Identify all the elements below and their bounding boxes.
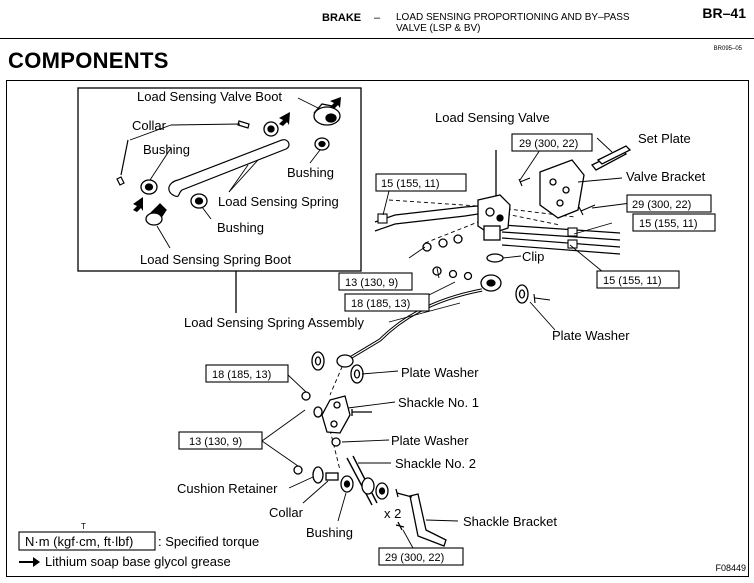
small-nut [422, 234, 473, 281]
torque-value: 18 (185, 13) [351, 298, 410, 310]
header-title-line-1: LOAD SENSING PROPORTIONING AND BY–PASS [396, 12, 630, 23]
header-section: BRAKE [322, 12, 362, 24]
torque-value: 29 (300, 22) [385, 552, 444, 564]
label-bushing: Bushing [306, 525, 353, 540]
pipe-flare-nut [377, 213, 578, 249]
legend-grease-desc: Lithium soap base glycol grease [45, 554, 231, 569]
label-shackle-1: Shackle No. 1 [398, 395, 479, 410]
label-valve-bracket: Valve Bracket [626, 169, 706, 184]
inset-collar-rod [116, 120, 250, 186]
label-valve: Load Sensing Valve [435, 110, 550, 125]
clip [486, 253, 504, 263]
inset-spring [168, 139, 290, 198]
spring-assembly [336, 274, 502, 368]
grease-legend-icon [19, 557, 40, 567]
header-separator: – [374, 12, 381, 24]
header-title-line-2: VALVE (LSP & BV) [396, 23, 481, 34]
collar-part [325, 472, 339, 481]
legend-unit-desc: : Specified torque [158, 534, 259, 549]
torque-value: 29 (300, 22) [632, 199, 691, 211]
torque-value: 15 (155, 11) [381, 178, 440, 190]
bolt [518, 177, 596, 304]
shackle-no-1 [321, 395, 372, 434]
label-shackle-bracket: Shackle Bracket [463, 514, 557, 529]
valve-bracket [539, 159, 585, 219]
inset-bushing-right [314, 137, 330, 151]
legend-unit-box [18, 531, 156, 551]
header-title: LOAD SENSING PROPORTIONING AND BY–PASS V… [396, 12, 696, 34]
doc-code: BR095–05 [713, 46, 742, 52]
torque-box-frames [178, 133, 716, 566]
inset-bushing-top [263, 121, 279, 137]
legend-unit: N·m (kgf·cm, ft·lbf) [25, 534, 133, 549]
label-inset-bushing-right: Bushing [287, 165, 334, 180]
legend-t-mark: T [81, 522, 86, 531]
label-valve-boot: Load Sensing Valve Boot [137, 89, 282, 104]
label-inset-bushing-bottom: Bushing [217, 220, 264, 235]
inset-bushing-left [140, 179, 158, 195]
torque-value: 18 (185, 13) [212, 369, 271, 381]
label-plate-washer-3: Plate Washer [391, 433, 469, 448]
dashed-guide [329, 199, 576, 471]
set-plate [590, 145, 632, 171]
figure-code: F08449 [715, 563, 746, 573]
torque-value: 29 (300, 22) [519, 138, 578, 150]
inset-box [77, 87, 362, 272]
grease-arrow-icon [133, 97, 341, 212]
brake-pipe [374, 205, 621, 255]
label-plate-washer-2: Plate Washer [401, 365, 479, 380]
torque-value: 15 (155, 11) [603, 275, 662, 287]
inset-valve-boot [313, 103, 341, 126]
plate-washer [311, 284, 529, 384]
bushing-part [340, 475, 389, 500]
label-spring-boot: Load Sensing Spring Boot [140, 252, 291, 267]
label-shackle-2: Shackle No. 2 [395, 456, 476, 471]
label-inset-collar: Collar [132, 118, 167, 133]
label-spring-assembly: Load Sensing Spring Assembly [184, 315, 364, 330]
label-x2: x 2 [384, 506, 401, 521]
header-rule [0, 38, 754, 39]
torque-value: 13 (130, 9) [189, 436, 242, 448]
torque-value: 15 (155, 11) [639, 218, 698, 230]
label-clip: Clip [522, 249, 544, 264]
label-collar: Collar [269, 505, 304, 520]
torque-value: 13 (130, 9) [345, 277, 398, 289]
label-plate-washer-1: Plate Washer [552, 328, 630, 343]
section-title: COMPONENTS [8, 48, 169, 73]
inset-spring-boot [145, 203, 167, 226]
label-set-plate: Set Plate [638, 131, 691, 146]
label-inset-spring: Load Sensing Spring [218, 194, 339, 209]
cushion-retainer [312, 466, 324, 484]
label-inset-bushing-left: Bushing [143, 142, 190, 157]
label-cushion-retainer: Cushion Retainer [177, 481, 278, 496]
load-sensing-valve [477, 150, 511, 241]
page-number: BR–41 [702, 5, 746, 21]
diagram-frame [6, 80, 749, 577]
inset-bushing-bottom [190, 193, 208, 209]
shackle-bracket [395, 488, 447, 547]
